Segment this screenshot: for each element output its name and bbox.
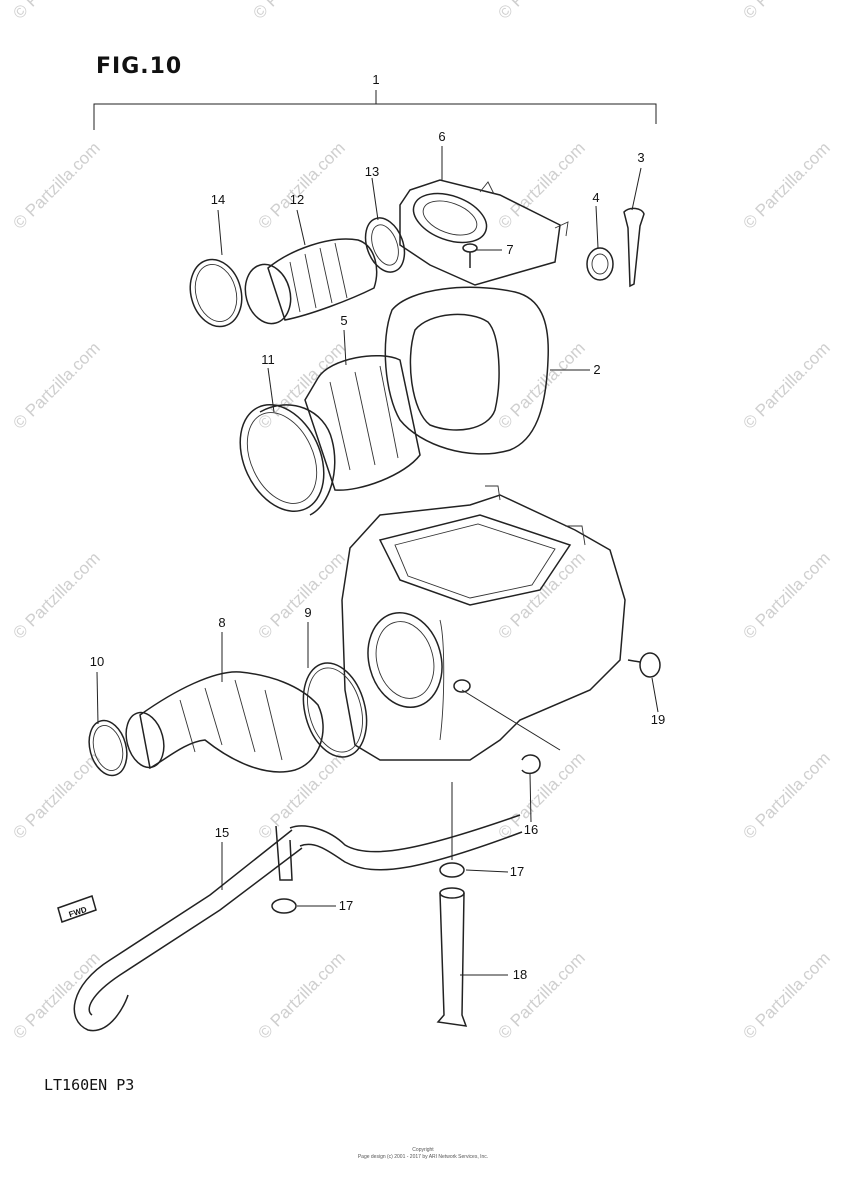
part-6-cap (399, 179, 569, 286)
callout-5: 5 (340, 313, 347, 328)
watermark-13: © Partzilla.com (254, 548, 348, 642)
callout-9: 9 (304, 605, 311, 620)
watermark-layer: © Partzilla.com © Partzilla.com © Partzill… (9, 0, 833, 1043)
model-label: LT160EN P3 (44, 1076, 135, 1094)
part-16-clip (521, 754, 541, 775)
part-15-drain-hose (73, 814, 523, 1032)
watermark-7: © Partzilla.com (739, 138, 833, 232)
part-13-seal (364, 217, 406, 273)
watermark-8: © Partzilla.com (9, 338, 103, 432)
callout-14: 14 (211, 192, 225, 207)
air-cleaner-case (341, 485, 626, 761)
watermark-10: © Partzilla.com (494, 338, 588, 432)
watermark-19: © Partzilla.com (739, 748, 833, 842)
assembly-bracket (93, 90, 657, 130)
part-11-ring (239, 404, 336, 516)
watermark-18: © Partzilla.com (494, 748, 588, 842)
watermark-15: © Partzilla.com (739, 548, 833, 642)
footer-design: Page design (c) 2001 - 2017 by ARI Netwo… (357, 1154, 489, 1160)
callout-8: 8 (218, 615, 225, 630)
watermark-16: © Partzilla.com (9, 748, 103, 842)
callout-7: 7 (506, 242, 513, 257)
part-9-oring (302, 662, 368, 758)
callout-6: 6 (438, 129, 445, 144)
callout-19: 19 (651, 712, 665, 727)
watermark-11: © Partzilla.com (739, 338, 833, 432)
watermark-6: © Partzilla.com (494, 138, 588, 232)
callout-11: 11 (261, 352, 275, 367)
watermark-22: © Partzilla.com (494, 948, 588, 1042)
callout-13: 13 (365, 164, 379, 179)
part-2-element (384, 286, 549, 455)
callout-2: 2 (593, 362, 600, 377)
callout-15: 15 (215, 825, 229, 840)
callout-17: 17 (510, 864, 524, 879)
watermark-17: © Partzilla.com (254, 748, 348, 842)
part-10-clamp (88, 719, 128, 777)
part-7-screw (462, 243, 478, 268)
callout-3: 3 (637, 150, 644, 165)
watermark-23: © Partzilla.com (739, 948, 833, 1042)
part-17-clamp-b (271, 898, 297, 914)
callout-16: 16 (524, 822, 538, 837)
part-4-grommet (586, 247, 614, 281)
footer-copyright: Copyright (412, 1147, 434, 1153)
watermark-14: © Partzilla.com (494, 548, 588, 642)
callout-17b: 17 (339, 898, 353, 913)
callout-18: 18 (513, 967, 527, 982)
part-5-frame (304, 354, 421, 491)
part-19-bolt (627, 652, 661, 678)
watermark-5: © Partzilla.com (254, 138, 348, 232)
leader-lines (96, 146, 659, 976)
watermark-1: © Partzilla.com (249, 0, 343, 23)
part-18-drain-plug (436, 887, 468, 1027)
part-8-inlet-duct (125, 671, 324, 773)
watermark-12: © Partzilla.com (9, 548, 103, 642)
figure-title: FIG.10 (96, 54, 183, 79)
part-12-outlet-tube (267, 238, 378, 321)
part-3-clip (623, 207, 645, 288)
watermark-3: © Partzilla.com (739, 0, 833, 23)
watermark-0: © Partzilla.com (9, 0, 103, 23)
part-17-clamp-a (439, 862, 465, 878)
callout-10: 10 (90, 654, 104, 669)
watermark-2: © Partzilla.com (494, 0, 588, 23)
fwd-arrow-icon: FWD (57, 895, 97, 923)
part-14-clamp (189, 258, 292, 328)
callout-1: 1 (372, 72, 379, 87)
callout-4: 4 (592, 190, 599, 205)
watermark-4: © Partzilla.com (9, 138, 103, 232)
watermark-21: © Partzilla.com (254, 948, 348, 1042)
watermark-20: © Partzilla.com (9, 948, 103, 1042)
callout-12: 12 (290, 192, 304, 207)
